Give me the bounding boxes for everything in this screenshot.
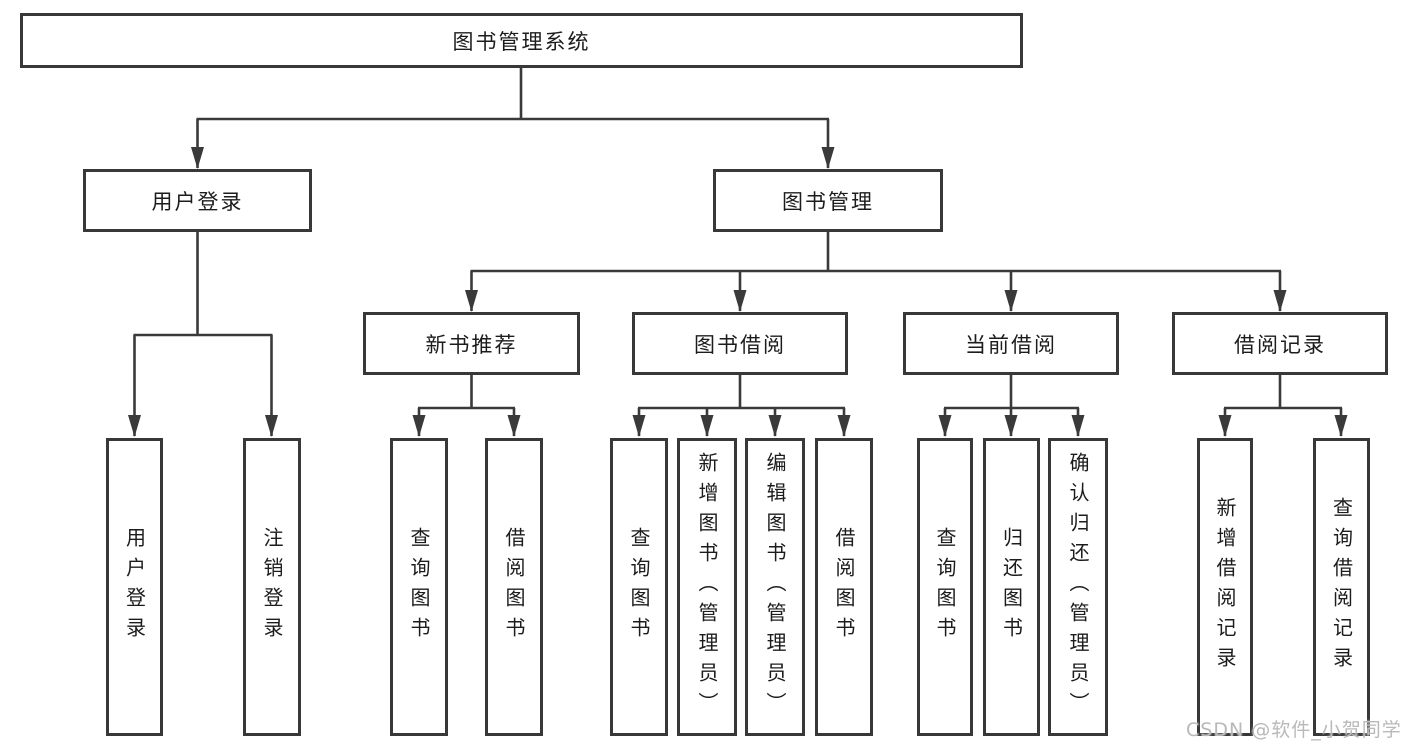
- leaf-query-books-recommend-label: 查询图书: [407, 527, 431, 647]
- leaf-return-books: 归还图书: [983, 438, 1040, 736]
- leaf-query-books-current: 查询图书: [917, 438, 973, 736]
- leaf-add-books-admin: 新增图书（管理员）: [677, 438, 737, 736]
- leaf-logout-label: 注销登录: [260, 527, 284, 647]
- node-current-borrowing-label: 当前借阅: [965, 332, 1057, 357]
- leaf-query-borrow-record: 查询借阅记录: [1313, 438, 1370, 736]
- node-root-label: 图书管理系统: [452, 29, 591, 54]
- leaf-logout: 注销登录: [243, 438, 301, 736]
- leaf-borrow-books-label: 借阅图书: [832, 527, 856, 647]
- leaf-confirm-return-admin: 确认归还（管理员）: [1048, 438, 1108, 736]
- leaf-edit-books-admin-label: 编辑图书（管理员）: [763, 452, 787, 722]
- node-new-book-recommendation: 新书推荐: [363, 312, 580, 375]
- node-borrowing-records-label: 借阅记录: [1234, 332, 1326, 357]
- watermark-text: CSDN @软件_小贺同学: [1186, 719, 1402, 741]
- node-user-login: 用户登录: [83, 169, 312, 232]
- leaf-confirm-return-admin-label: 确认归还（管理员）: [1066, 452, 1090, 722]
- leaf-user-login: 用户登录: [106, 438, 163, 736]
- leaf-edit-books-admin: 编辑图书（管理员）: [745, 438, 805, 736]
- node-borrowing-records: 借阅记录: [1172, 312, 1388, 375]
- leaf-add-borrow-record: 新增借阅记录: [1197, 438, 1253, 736]
- node-book-management-label: 图书管理: [782, 189, 874, 214]
- leaf-query-books-current-label: 查询图书: [933, 527, 957, 647]
- leaf-add-books-admin-label: 新增图书（管理员）: [695, 452, 719, 722]
- node-current-borrowing: 当前借阅: [903, 312, 1119, 375]
- leaf-query-books-borrowing-label: 查询图书: [627, 527, 651, 647]
- node-root: 图书管理系统: [20, 13, 1023, 68]
- leaf-query-books-recommend: 查询图书: [390, 438, 448, 736]
- watermark: CSDN @软件_小贺同学: [1186, 715, 1402, 742]
- node-book-borrowing-label: 图书借阅: [694, 332, 786, 357]
- leaf-return-books-label: 归还图书: [999, 527, 1024, 647]
- leaf-query-borrow-record-label: 查询借阅记录: [1329, 497, 1354, 677]
- leaf-user-login-label: 用户登录: [122, 527, 147, 647]
- leaf-borrow-books-recommend: 借阅图书: [485, 438, 543, 736]
- leaf-borrow-books: 借阅图书: [815, 438, 873, 736]
- node-book-management: 图书管理: [713, 169, 943, 232]
- node-book-borrowing: 图书借阅: [632, 312, 848, 375]
- node-new-book-recommendation-label: 新书推荐: [425, 332, 518, 357]
- node-user-login-label: 用户登录: [151, 189, 244, 214]
- leaf-add-borrow-record-label: 新增借阅记录: [1213, 497, 1237, 677]
- leaf-borrow-books-recommend-label: 借阅图书: [502, 527, 526, 647]
- leaf-query-books-borrowing: 查询图书: [610, 438, 668, 736]
